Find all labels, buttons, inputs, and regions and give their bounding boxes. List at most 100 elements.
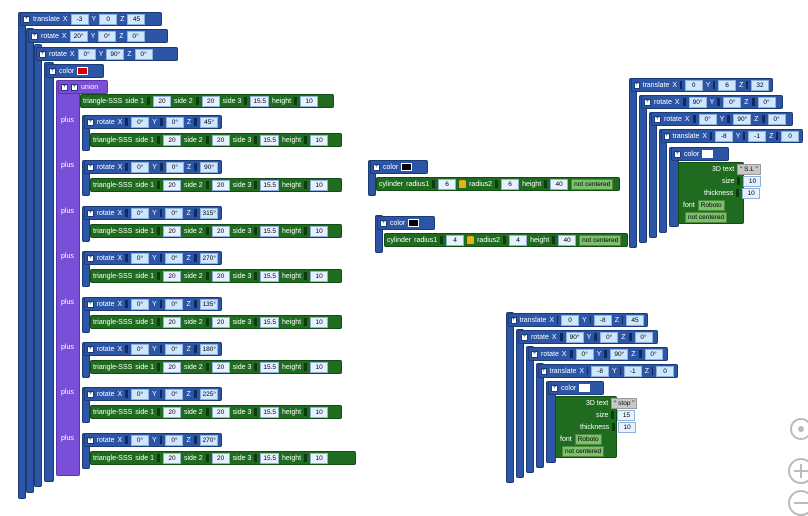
color-swatch-red[interactable] — [77, 67, 89, 75]
center-dropdown[interactable]: not centered — [579, 234, 622, 246]
gear-icon[interactable]: + — [373, 163, 380, 171]
gear-icon[interactable]: + — [87, 436, 94, 444]
rotate-z[interactable]: 0° — [126, 30, 145, 42]
side2-field[interactable]: 20 — [211, 406, 230, 418]
side1-field[interactable]: 20 — [162, 452, 181, 464]
union-block[interactable]: + + union — [58, 80, 108, 94]
gear-icon[interactable]: + — [664, 132, 670, 140]
center-dropdown[interactable]: not centered — [685, 211, 728, 223]
color-swatch-black[interactable] — [408, 219, 420, 227]
color-block[interactable]: + color — [370, 160, 428, 174]
rotate-x[interactable]: 0° — [131, 343, 149, 355]
rotate-x[interactable]: 90° — [565, 331, 584, 343]
side2-field[interactable]: 20 — [211, 452, 230, 464]
rotate-z[interactable]: 270° — [199, 252, 218, 264]
translate-z[interactable]: 0 — [656, 365, 674, 377]
side3-field[interactable]: 15.5 — [260, 179, 280, 191]
rotate-y[interactable]: 0° — [165, 161, 184, 173]
gear-icon[interactable]: + — [511, 316, 517, 324]
height-field[interactable]: 10 — [310, 406, 329, 418]
text-value-field[interactable]: “ stop ” — [611, 397, 638, 409]
side3-field[interactable]: 15.5 — [260, 225, 280, 237]
side2-field[interactable]: 20 — [211, 134, 230, 146]
center-dropdown[interactable]: not centered — [571, 178, 614, 190]
side2-field[interactable]: 20 — [211, 316, 230, 328]
side1-field[interactable]: 20 — [162, 179, 181, 191]
gear-icon[interactable]: + — [654, 115, 661, 123]
translate-y[interactable]: -1 — [623, 365, 642, 377]
radius2-field[interactable]: 4 — [509, 234, 528, 246]
radius1-field[interactable]: 4 — [446, 234, 465, 246]
size-field[interactable]: 15 — [617, 409, 636, 421]
rotate-y[interactable]: 0° — [165, 116, 184, 128]
height-field[interactable]: 10 — [300, 95, 319, 107]
gear-icon[interactable]: + — [87, 118, 94, 126]
height-field[interactable]: 10 — [310, 134, 329, 146]
rotate-x[interactable]: 90° — [688, 96, 707, 108]
rotate-x[interactable]: 0° — [131, 116, 150, 128]
height-field[interactable]: 10 — [310, 361, 329, 373]
rotate-x[interactable]: 0° — [131, 388, 149, 400]
rotate-z[interactable]: 90° — [200, 161, 219, 173]
color-block[interactable]: + color — [548, 381, 604, 395]
side2-field[interactable]: 20 — [211, 179, 230, 191]
zoom-in-icon[interactable] — [788, 458, 808, 484]
color-block[interactable]: + color — [671, 147, 729, 161]
rotate-x[interactable]: 0° — [131, 161, 150, 173]
height-field[interactable]: 10 — [310, 179, 329, 191]
side2-field[interactable]: 20 — [211, 225, 230, 237]
rotate-y[interactable]: 90° — [106, 48, 125, 60]
side1-field[interactable]: 20 — [162, 316, 181, 328]
translate-x[interactable]: -3 — [70, 13, 89, 25]
height-field[interactable]: 10 — [310, 225, 329, 237]
rotate-y[interactable]: 0° — [723, 96, 742, 108]
rotate-y[interactable]: 0° — [98, 30, 117, 42]
side3-field[interactable]: 15.5 — [260, 406, 280, 418]
gear-icon[interactable]: + — [23, 15, 30, 23]
gear-icon[interactable]: + — [71, 83, 78, 91]
side3-field[interactable]: 15.5 — [260, 452, 280, 464]
translate-z[interactable]: 32 — [751, 79, 770, 91]
rotate-z[interactable]: 180° — [199, 343, 218, 355]
translate-y[interactable]: 0 — [99, 13, 118, 25]
gear-icon[interactable]: + — [521, 333, 528, 341]
rotate-y[interactable]: 0° — [165, 252, 184, 264]
radius1-field[interactable]: 6 — [438, 178, 457, 190]
rotate-z[interactable]: 0° — [757, 96, 776, 108]
side1-field[interactable]: 20 — [162, 270, 181, 282]
rotate-x[interactable]: 0° — [131, 207, 149, 219]
height-field[interactable]: 40 — [550, 178, 569, 190]
rotate-x[interactable]: 0° — [131, 298, 149, 310]
thickness-field[interactable]: 10 — [742, 187, 761, 199]
rotate-y[interactable]: 0° — [165, 343, 184, 355]
gear-icon[interactable]: + — [39, 50, 46, 58]
translate-x[interactable]: 0 — [561, 314, 580, 326]
rotate-z[interactable]: 45° — [200, 116, 219, 128]
side3-field[interactable]: 15.5 — [260, 361, 280, 373]
rotate-z[interactable]: 0° — [767, 113, 786, 125]
rotate-z[interactable]: 135° — [199, 298, 218, 310]
side3-field[interactable]: 15.5 — [260, 134, 280, 146]
gear-icon[interactable]: + — [87, 300, 94, 308]
gear-icon[interactable]: + — [87, 390, 94, 398]
side3-field[interactable]: 15.5 — [260, 316, 280, 328]
color-swatch-black[interactable] — [401, 163, 413, 171]
height-field[interactable]: 40 — [558, 234, 577, 246]
